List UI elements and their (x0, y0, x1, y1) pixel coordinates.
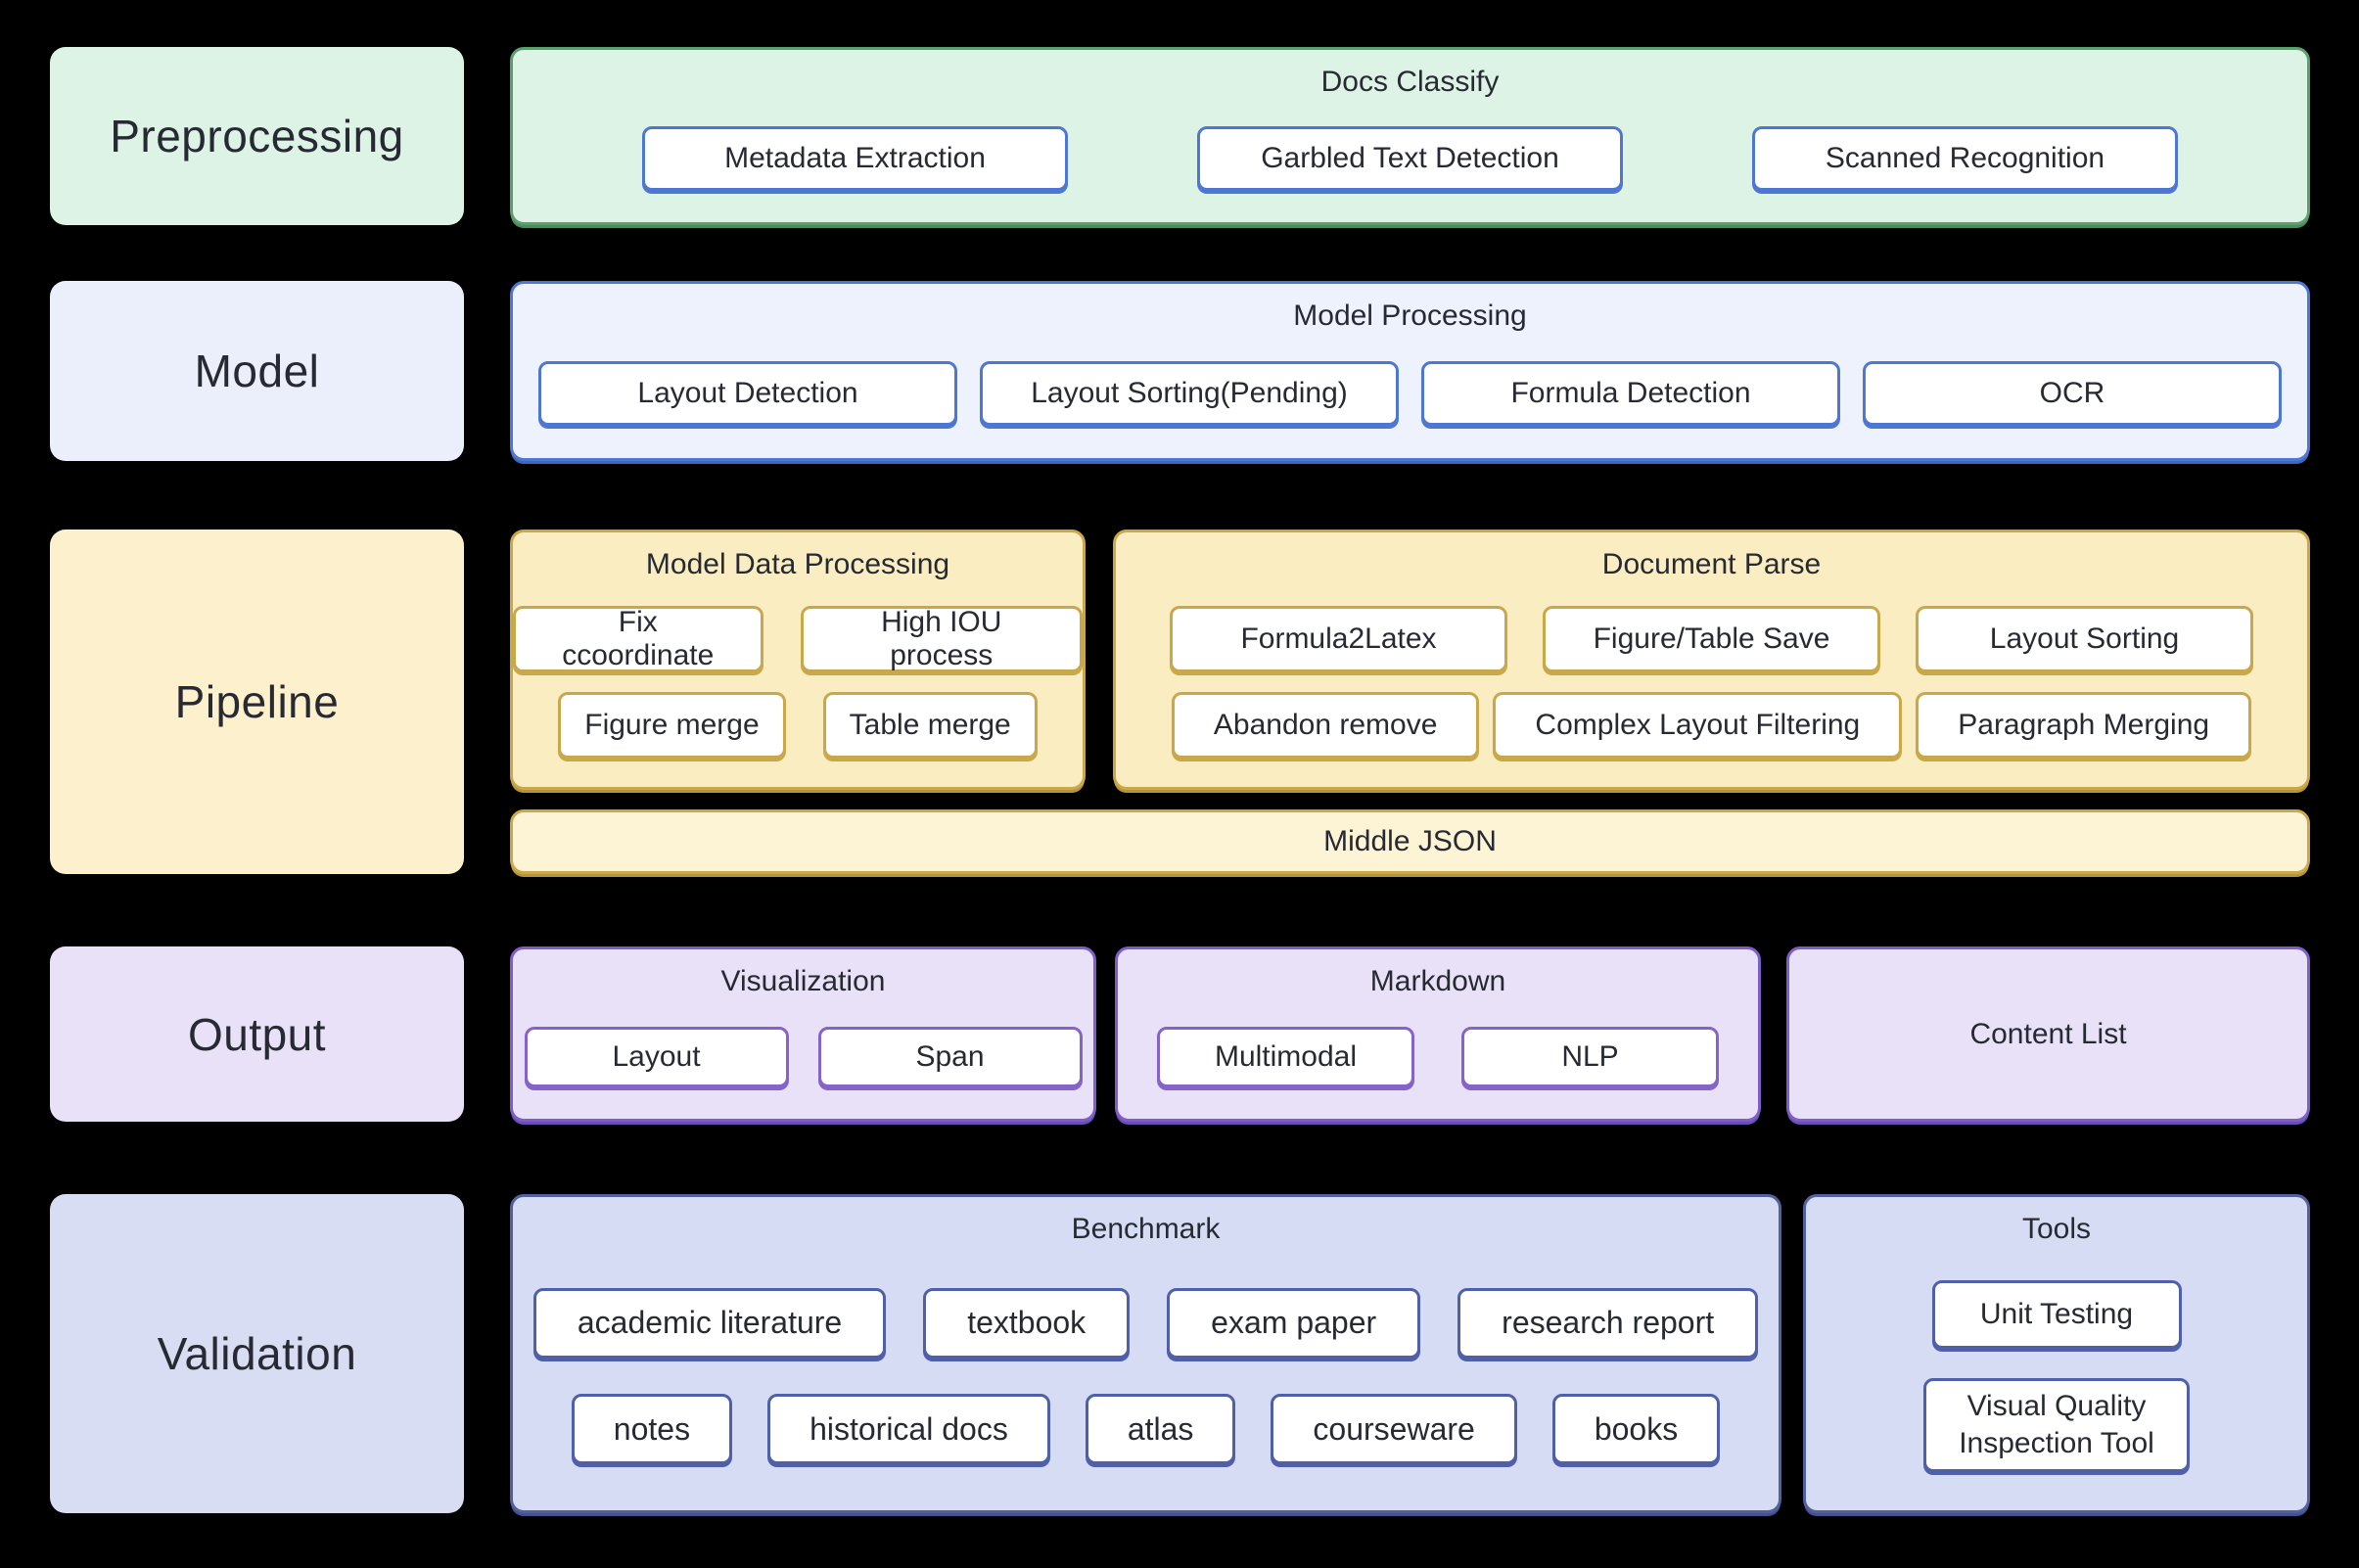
row-model: Model Model Processing Layout Detection … (50, 281, 2310, 461)
row-output: Output Visualization Layout Span Markdow… (50, 946, 2310, 1122)
node-ocr: OCR (1863, 361, 2282, 426)
node-formula-detection: Formula Detection (1421, 361, 1840, 426)
node-research-report: research report (1457, 1287, 1759, 1359)
node-textbook: textbook (923, 1287, 1131, 1359)
model-processing-title: Model Processing (1293, 300, 1527, 332)
container-docs-classify: Docs Classify Metadata Extraction Garble… (510, 47, 2310, 225)
node-layout-sorting-pending: Layout Sorting(Pending) (980, 361, 1399, 426)
node-abandon-remove: Abandon remove (1171, 691, 1480, 759)
row-label-pipeline: Pipeline (50, 530, 464, 874)
node-metadata-extraction: Metadata Extraction (642, 126, 1068, 191)
node-nlp: NLP (1461, 1026, 1719, 1087)
node-high-iou-process: High IOU process (800, 606, 1083, 673)
node-complex-layout-filtering: Complex Layout Filtering (1493, 691, 1903, 759)
node-layout-detection: Layout Detection (538, 361, 957, 426)
node-figure-merge: Figure merge (558, 691, 786, 759)
container-content-list: Content List (1786, 946, 2310, 1122)
benchmark-title: Benchmark (1071, 1213, 1221, 1245)
container-model-data-processing: Model Data Processing Fix ccoordinate Hi… (510, 530, 1086, 790)
container-middle-json: Middle JSON (510, 809, 2310, 874)
content-list-title: Content List (1969, 1017, 2127, 1050)
container-document-parse: Document Parse Formula2Latex Figure/Tabl… (1113, 530, 2310, 790)
node-multimodal: Multimodal (1157, 1026, 1414, 1087)
node-fix-ccoordinate: Fix ccoordinate (513, 606, 763, 673)
document-parse-title: Document Parse (1601, 548, 1822, 580)
node-books: books (1551, 1394, 1721, 1465)
container-model-processing: Model Processing Layout Detection Layout… (510, 281, 2310, 461)
node-notes: notes (571, 1394, 733, 1465)
markdown-title: Markdown (1369, 965, 1506, 997)
container-markdown: Markdown Multimodal NLP (1115, 946, 1761, 1122)
node-courseware: courseware (1271, 1394, 1517, 1465)
row-label-preprocessing: Preprocessing (50, 47, 464, 225)
row-label-model: Model (50, 281, 464, 461)
node-atlas: atlas (1085, 1394, 1236, 1465)
docs-classify-title: Docs Classify (1320, 66, 1500, 98)
row-label-validation: Validation (50, 1194, 464, 1513)
node-layout-sorting: Layout Sorting (1916, 606, 2253, 673)
container-visualization: Visualization Layout Span (510, 946, 1096, 1122)
tools-title: Tools (2021, 1213, 2092, 1245)
model-data-processing-title: Model Data Processing (645, 548, 950, 580)
middle-json-title: Middle JSON (1323, 825, 1497, 857)
node-exam-paper: exam paper (1167, 1287, 1421, 1359)
visualization-title: Visualization (720, 965, 886, 997)
row-pipeline: Pipeline Model Data Processing Fix ccoor… (50, 530, 2310, 874)
node-garbled-text-detection: Garbled Text Detection (1197, 126, 1623, 191)
node-figure-table-save: Figure/Table Save (1543, 606, 1880, 673)
node-scanned-recognition: Scanned Recognition (1752, 126, 2178, 191)
container-tools: Tools Unit Testing Visual Quality Inspec… (1803, 1194, 2310, 1513)
node-academic-literature: academic literature (532, 1287, 887, 1359)
node-visual-quality-inspection-tool: Visual Quality Inspection Tool (1923, 1377, 2190, 1472)
row-validation: Validation Benchmark academic literature… (50, 1194, 2310, 1513)
row-label-output: Output (50, 946, 464, 1122)
node-historical-docs: historical docs (767, 1394, 1050, 1465)
node-table-merge: Table merge (822, 691, 1038, 759)
node-layout: Layout (524, 1026, 789, 1087)
row-preprocessing: Preprocessing Docs Classify Metadata Ext… (50, 47, 2310, 225)
node-paragraph-merging: Paragraph Merging (1916, 691, 2252, 759)
container-benchmark: Benchmark academic literature textbook e… (510, 1194, 1781, 1513)
node-formula2latex: Formula2Latex (1170, 606, 1507, 673)
node-span: Span (817, 1026, 1083, 1087)
node-unit-testing: Unit Testing (1931, 1280, 2182, 1350)
